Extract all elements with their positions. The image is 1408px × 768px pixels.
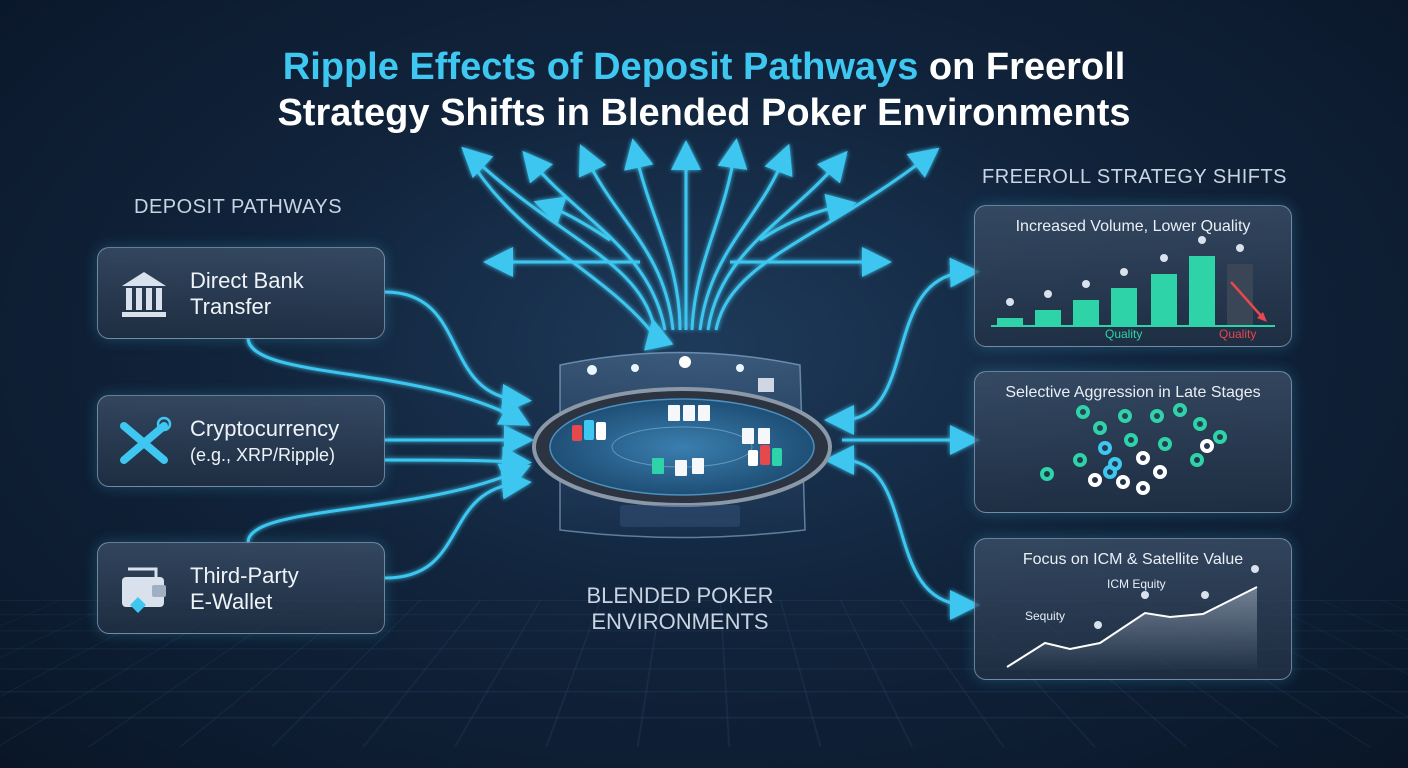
- page-title-line2: Strategy Shifts in Blended Poker Environ…: [277, 92, 1131, 134]
- xrp-icon: [120, 416, 172, 464]
- ripple-arrow-1: [461, 146, 674, 351]
- strategy-shifts-heading: FREEROLL STRATEGY SHIFTS: [982, 166, 1288, 188]
- sequity-label: Sequity: [1025, 609, 1066, 623]
- bank-line1: Direct Bank: [190, 268, 304, 293]
- deposit-card-bank[interactable]: Direct Bank Transfer: [97, 247, 385, 339]
- wallet-line1: Third-Party: [190, 563, 299, 588]
- strategy-title-aggression: Selective Aggression in Late Stages: [1005, 384, 1261, 401]
- quality-label-right: Quality: [1219, 327, 1257, 341]
- ripple-arrow-6: [690, 138, 748, 331]
- deposit-pathways-heading: DEPOSIT PATHWAYS: [134, 196, 343, 218]
- ripple-left-curve: [533, 196, 611, 242]
- ripple-arrow-3: [578, 144, 675, 331]
- wallet-line2: E-Wallet: [190, 589, 273, 614]
- arrow-bank-1: [384, 290, 532, 414]
- deposit-card-crypto[interactable]: Cryptocurrency (e.g., XRP/Ripple): [97, 395, 385, 487]
- strategy-card-volume[interactable]: Increased Volume, Lower Quality Quality …: [974, 205, 1292, 347]
- deposit-label-wallet: Third-Party E-Wallet: [190, 563, 299, 615]
- arrow-bank-2: [246, 337, 531, 426]
- ripple-arrow-2: [522, 150, 667, 331]
- center-label: BLENDED POKER ENVIRONMENTS: [540, 583, 820, 635]
- ripple-right-curve: [759, 193, 857, 242]
- page-title-line1: Ripple Effects of Deposit Pathways on Fr…: [0, 44, 1408, 90]
- ripple-arrow-4: [624, 138, 682, 331]
- strategy-title-icm: Focus on ICM & Satellite Value: [1022, 551, 1244, 568]
- arrow-wallet-2: [246, 463, 531, 543]
- volume-bars: [991, 236, 1275, 327]
- deposit-label-bank: Direct Bank Transfer: [190, 268, 304, 320]
- strategy-card-icm[interactable]: Focus on ICM & Satellite Value Sequity I…: [974, 538, 1292, 680]
- ripple-arrow-9: [714, 147, 940, 331]
- arrow-out-bot: [824, 445, 980, 620]
- crypto-line2: (e.g., XRP/Ripple): [190, 445, 336, 465]
- poker-table: [532, 351, 832, 539]
- ripple-arrow-7: [698, 143, 793, 331]
- title-highlight: Ripple Effects of Deposit Pathways: [282, 46, 919, 88]
- wallet-icon: [122, 567, 166, 613]
- arrow-wallet-1: [384, 469, 532, 580]
- center-line2: ENVIRONMENTS: [591, 609, 769, 634]
- arrow-out-top: [824, 257, 980, 435]
- deposit-label-crypto: Cryptocurrency (e.g., XRP/Ripple): [190, 416, 339, 468]
- icm-equity-label: ICM Equity: [1107, 577, 1166, 591]
- strategy-title-volume: Increased Volume, Lower Quality: [1015, 218, 1251, 235]
- icm-equity-chart: [1006, 565, 1259, 669]
- title-rest: on Freeroll: [918, 46, 1126, 88]
- quality-label-left: Quality: [1105, 327, 1143, 341]
- arrow-crypto-2: [384, 446, 532, 477]
- crypto-line1: Cryptocurrency: [190, 416, 340, 441]
- bank-line2: Transfer: [190, 294, 272, 319]
- center-line1: BLENDED POKER: [586, 583, 774, 608]
- deposit-card-wallet[interactable]: Third-Party E-Wallet: [97, 542, 385, 634]
- ripple-arrow-10: [468, 159, 652, 331]
- strategy-card-aggression[interactable]: Selective Aggression in Late Stages: [974, 371, 1292, 513]
- aggression-chips: [1040, 403, 1227, 495]
- ripple-arrow-8: [706, 150, 848, 331]
- bank-icon: [122, 272, 166, 317]
